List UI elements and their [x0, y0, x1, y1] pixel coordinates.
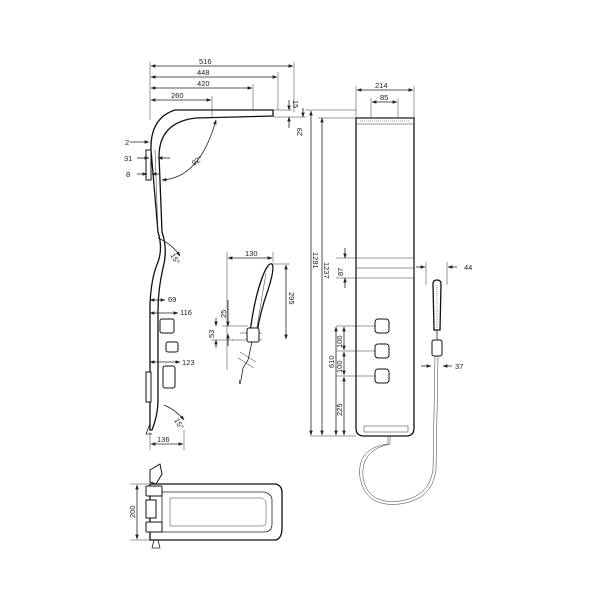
dim-25: 25: [219, 310, 228, 318]
dim-420: 420: [197, 79, 210, 88]
dim-100-upper: 100: [335, 335, 344, 348]
dim-130: 130: [245, 249, 258, 258]
dim-angle-15-upper: 15°: [168, 252, 181, 266]
dim-200: 200: [128, 505, 137, 518]
side-valve-1: [159, 318, 175, 334]
side-view: 516 448 420 260 15 29 2 31 8 92° 15° 69 …: [124, 57, 306, 450]
side-bracket-bottom: [145, 371, 152, 403]
dim-516: 516: [199, 57, 212, 66]
dim-225: 225: [335, 403, 344, 416]
plan-connector-1: [145, 485, 163, 497]
plan-view: 200: [128, 463, 283, 549]
dim-2: 2: [125, 138, 129, 147]
dim-53: 53: [207, 330, 216, 338]
front-panel-outline: [355, 117, 415, 437]
jet-1: [374, 318, 390, 334]
dim-85: 85: [380, 93, 388, 102]
hand-shower-body: [249, 263, 274, 334]
dim-15: 15: [291, 100, 300, 108]
dim-610: 610: [327, 355, 336, 368]
dim-31: 31: [124, 154, 132, 163]
dim-87: 87: [336, 268, 345, 276]
dim-8: 8: [126, 170, 130, 179]
dim-37: 37: [455, 362, 463, 371]
shower-hose: [359, 355, 439, 505]
dim-angle-92: 92°: [190, 154, 204, 168]
plan-outline: [149, 483, 283, 541]
dim-1237: 1237: [322, 262, 331, 279]
dim-29: 29: [295, 128, 304, 136]
plan-valve-knob: [149, 463, 163, 485]
dim-214: 214: [375, 81, 388, 90]
rain-head: [355, 117, 415, 125]
dim-260: 260: [171, 91, 184, 100]
dim-100-lower: 100: [335, 360, 344, 373]
front-view: 214 85 1281 1237 87 100 100 610 225: [305, 81, 472, 505]
dim-angle-15-lower: 15°: [172, 417, 185, 431]
jet-2: [374, 343, 390, 359]
front-holder: [431, 339, 443, 357]
hand-shower-detail: 130 295 25 53: [207, 249, 296, 384]
side-valve-3: [162, 365, 176, 389]
dim-295: 295: [287, 292, 296, 305]
bottom-spout: [363, 425, 409, 433]
side-bracket-top: [145, 149, 152, 181]
dim-136: 136: [157, 435, 170, 444]
plan-connector-3: [145, 499, 157, 519]
dim-116: 116: [180, 308, 192, 317]
jet-3: [374, 368, 390, 384]
dim-123: 123: [182, 358, 195, 367]
side-valve-2: [165, 341, 179, 353]
hand-holder: [246, 327, 260, 343]
plan-connector-2: [145, 521, 163, 533]
dim-44: 44: [464, 263, 472, 272]
dim-1281: 1281: [311, 252, 320, 269]
dim-448: 448: [197, 68, 210, 77]
front-hand-shower: [432, 279, 442, 331]
dim-69: 69: [168, 295, 176, 304]
